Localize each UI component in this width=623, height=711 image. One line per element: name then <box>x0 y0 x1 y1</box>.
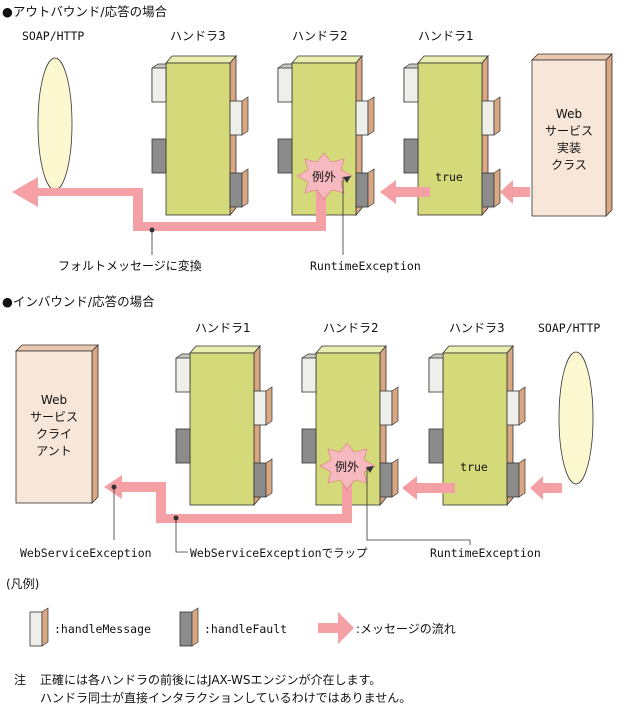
note-line-1: 正確には各ハンドラの前後にはJAX-WSエンジンが介在します。 <box>40 672 381 687</box>
outbound-exception-label: 例外 <box>312 170 336 184</box>
service-line-4: クラス <box>551 158 587 172</box>
inbound-handler2-label: ハンドラ2 <box>323 321 379 335</box>
inbound-handler1-label: ハンドラ1 <box>195 321 251 335</box>
note-prefix: 注 <box>14 672 26 687</box>
inbound-soap-ellipse <box>558 351 594 485</box>
client-exception-dot <box>111 484 117 490</box>
inbound-true-flow-arrow <box>402 476 455 500</box>
inbound-runtime-exception-label: RuntimeException <box>430 546 541 560</box>
inbound-handler1 <box>175 345 273 506</box>
inbound-exception-burst <box>319 442 376 490</box>
outbound-section-title: ●アウトバウンド/応答の場合 <box>2 4 168 19</box>
outbound-exception-pointer <box>343 176 351 183</box>
wrap-leader <box>175 518 188 553</box>
inbound-soap-label: SOAP/HTTP <box>538 321 600 335</box>
webservice-exception-label: WebServiceException <box>20 546 152 560</box>
outbound-handler3-label: ハンドラ3 <box>170 29 226 43</box>
client-line-1: Web <box>41 393 67 407</box>
outbound-soap-ellipse <box>37 57 73 191</box>
legend-flow-label: :メッセージの流れ <box>356 622 456 636</box>
inbound-section-title: ●インバウンド/応答の場合 <box>2 294 155 309</box>
legend-title: (凡例) <box>6 577 39 591</box>
inbound-exception-flow-path <box>104 475 352 523</box>
outbound-fault-flow-path <box>12 177 326 231</box>
client-line-2: サービス <box>30 410 78 424</box>
outbound-service-box: Web サービス 実装 クラス <box>531 53 613 217</box>
inbound-exception-pointer <box>366 466 374 473</box>
outbound-handler2-label: ハンドラ2 <box>292 29 348 43</box>
outbound-true-flow-arrow <box>380 180 430 204</box>
service-line-2: サービス <box>545 124 593 138</box>
outbound-flow-arrow-in <box>500 180 530 204</box>
note-line-2: ハンドラ同士が直接インタラクションしているわけではありません。 <box>40 690 411 705</box>
outbound-handler1-label: ハンドラ1 <box>418 29 474 43</box>
inbound-exception-label: 例外 <box>335 460 359 474</box>
legend-handle-message-icon <box>29 607 49 647</box>
inbound-handler3 <box>428 345 526 506</box>
outbound-runtime-exception-label: RuntimeException <box>310 259 421 273</box>
outbound-exception-burst <box>296 152 353 200</box>
client-line-4: アント <box>36 444 72 458</box>
fault-conversion-dot <box>149 227 155 233</box>
inbound-client-box: Web サービス クライ アント <box>15 344 99 504</box>
service-line-3: 実装 <box>557 140 581 155</box>
legend-handle-fault-label: :handleFault <box>204 622 287 636</box>
inbound-runtime-leader <box>366 467 471 545</box>
inbound-true-label: true <box>460 460 488 474</box>
client-line-3: クライ <box>36 427 72 441</box>
inbound-handler3-label: ハンドラ3 <box>449 321 505 335</box>
legend-flow-arrow <box>318 612 354 644</box>
outbound-soap-label: SOAP/HTTP <box>22 29 84 43</box>
fault-conversion-label: フォルトメッセージに変換 <box>58 258 202 273</box>
wrap-label: WebServiceExceptionでラップ <box>190 546 368 560</box>
legend-handle-fault-icon <box>179 607 199 647</box>
outbound-true-label: true <box>435 170 463 184</box>
wrap-dot <box>173 515 179 521</box>
service-line-1: Web <box>556 107 582 121</box>
inbound-flow-arrow-in <box>530 476 562 500</box>
outbound-handler3 <box>151 55 249 216</box>
legend-handle-message-label: :handleMessage <box>54 622 151 636</box>
